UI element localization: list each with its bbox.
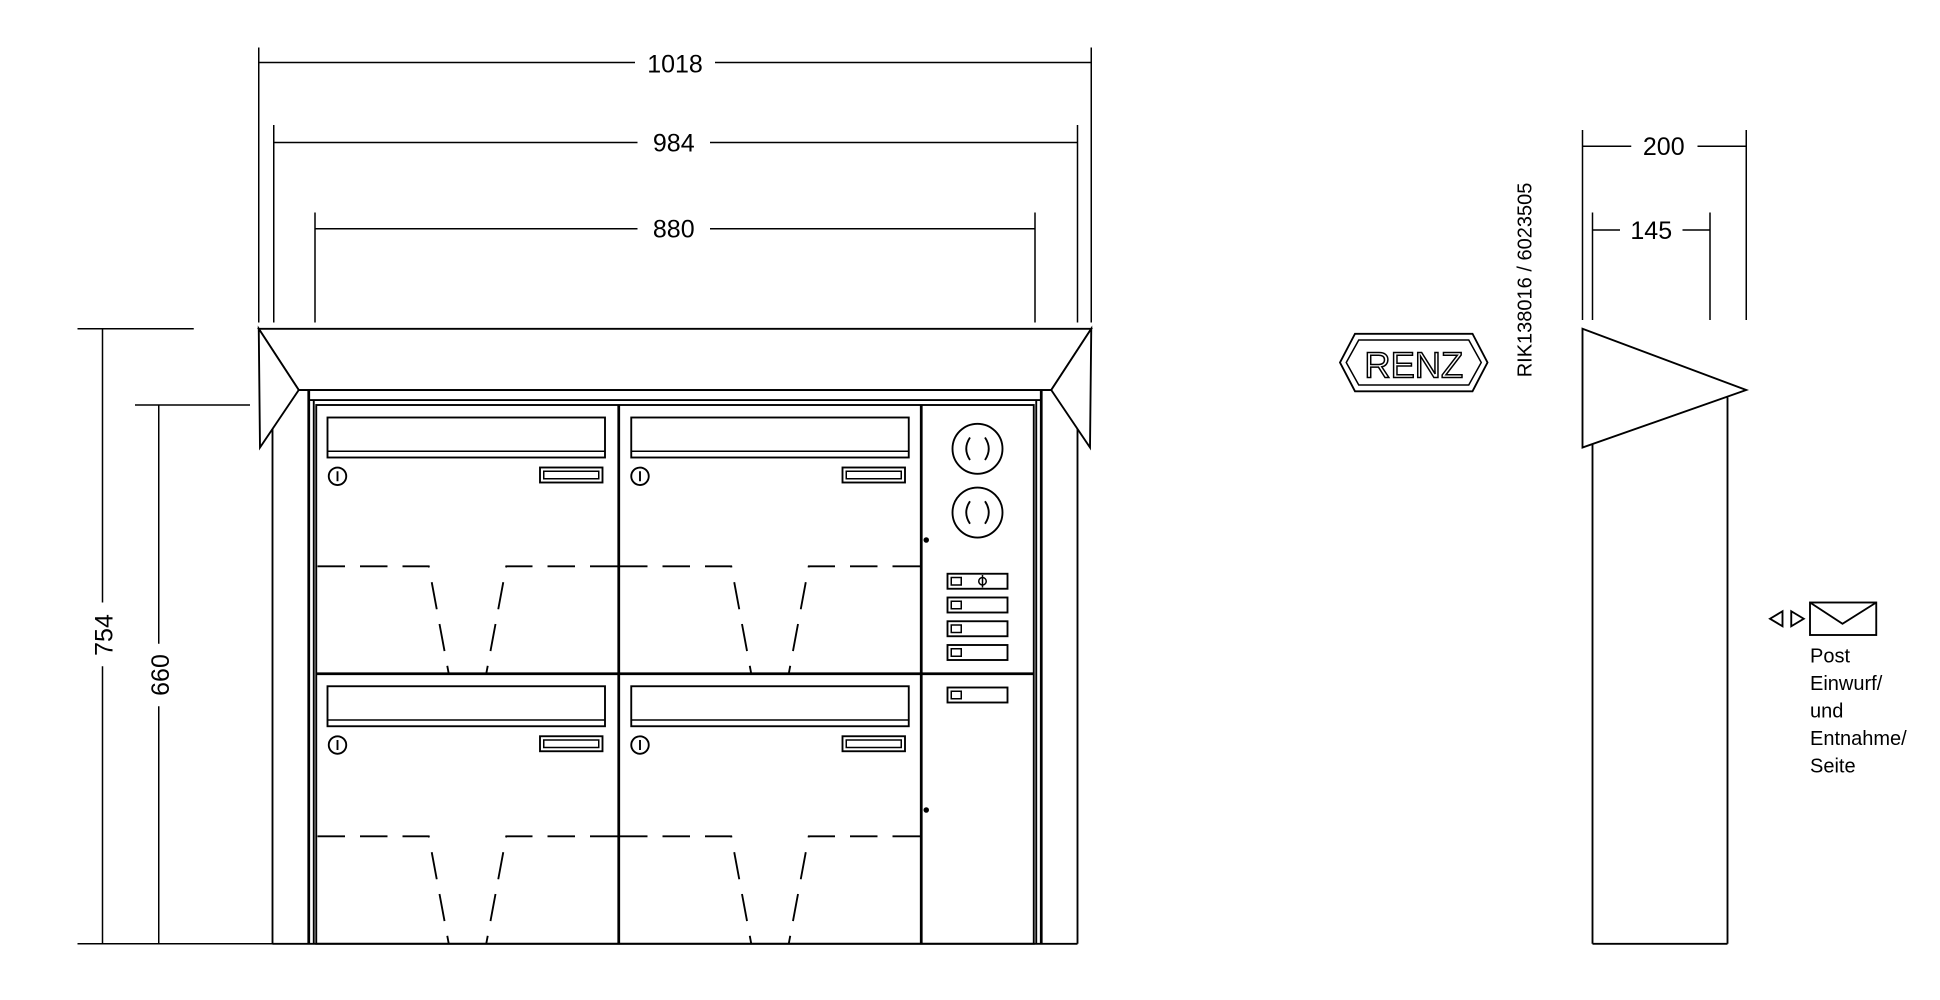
dim-side-depth-total: 200 xyxy=(1643,133,1685,161)
mailbox-door-bottom-middle xyxy=(620,685,920,944)
legend-line-und: und xyxy=(1810,701,1843,723)
name-plate xyxy=(841,466,906,484)
legend-line-post: Post xyxy=(1810,646,1850,668)
side-dimensions: 200 145 xyxy=(1581,130,1747,320)
bell-button-light xyxy=(946,572,1009,590)
mailbox-side-view xyxy=(1581,327,1750,945)
lower-right-compartment xyxy=(923,686,1009,813)
mailbox-door-top-middle xyxy=(620,416,920,674)
legend-line-seite: Seite xyxy=(1810,756,1856,778)
envelope-icon xyxy=(1809,601,1878,636)
letter-slot xyxy=(630,685,910,728)
dim-body-width: 880 xyxy=(653,216,695,244)
mailbox-door-top-left xyxy=(317,416,618,674)
logo-text: RENZ xyxy=(1364,345,1463,386)
dim-roof-width: 984 xyxy=(653,129,695,157)
roof-side-profile xyxy=(1581,327,1750,449)
letter-slot xyxy=(326,416,606,459)
dim-overall-width: 1018 xyxy=(647,51,703,79)
renz-logo: RENZ xyxy=(1338,332,1489,393)
dim-overall-height: 754 xyxy=(91,614,119,656)
roof-right-wing xyxy=(1050,325,1093,451)
dim-body-height: 660 xyxy=(147,654,175,696)
speaker-icon xyxy=(951,422,1004,475)
mailbox-front-view xyxy=(257,325,1093,945)
article-number: RIK138016 / 6023505 xyxy=(1514,183,1536,378)
roof-canopy xyxy=(257,327,1093,391)
letter-slot xyxy=(326,685,606,728)
name-plate xyxy=(539,466,604,484)
bell-button xyxy=(946,644,1009,661)
lock-icon xyxy=(327,735,348,755)
speaker-icon xyxy=(951,486,1004,539)
lock-icon xyxy=(630,466,650,486)
front-dimensions: 1018 984 880 754 660 xyxy=(77,47,1092,945)
lock-icon xyxy=(630,735,650,755)
mailbox-door-bottom-left xyxy=(317,685,618,944)
bell-button xyxy=(946,620,1009,638)
mail-access-legend: Post Einwurf/ und Entnahme/ Seite xyxy=(1768,601,1907,778)
lock-icon xyxy=(327,466,348,486)
bell-button xyxy=(946,596,1009,614)
roof-left-wing xyxy=(257,325,300,451)
dim-side-depth-body: 145 xyxy=(1630,217,1672,245)
legend-line-entnahme: Entnahme/ xyxy=(1810,728,1907,750)
name-plate xyxy=(539,735,604,753)
name-plate xyxy=(841,735,906,753)
name-plate xyxy=(946,686,1009,704)
legend-line-einwurf: Einwurf/ xyxy=(1810,673,1883,695)
letter-slot xyxy=(630,416,910,459)
direction-arrows-icon xyxy=(1768,609,1806,628)
intercom-panel xyxy=(923,422,1009,661)
